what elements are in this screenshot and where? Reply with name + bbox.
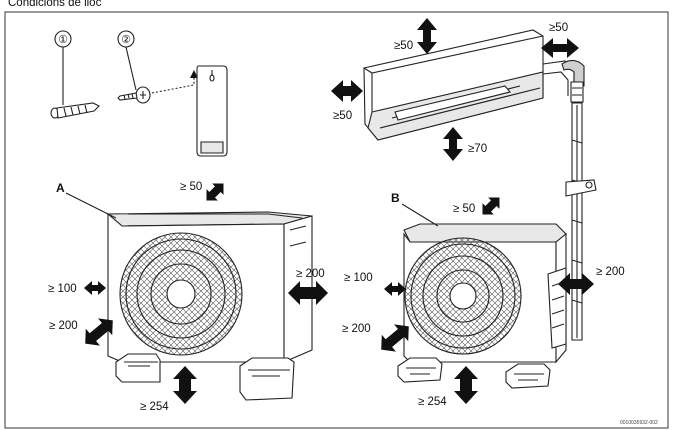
label-b-leader bbox=[401, 203, 439, 227]
outdoor-b-left-upper-clearance: ≥ 100 bbox=[344, 272, 373, 284]
outdoor-a-right-arrow bbox=[288, 281, 328, 305]
outdoor-b-bottom-clearance: ≥ 254 bbox=[418, 396, 447, 408]
outdoor-a-left-lower-clearance: ≥ 200 bbox=[49, 320, 78, 332]
outdoor-b-left-upper-arrow bbox=[384, 282, 406, 296]
unit-label-b: B bbox=[391, 191, 400, 205]
label-a-leader bbox=[65, 192, 117, 219]
outdoor-a-bottom-clearance: ≥ 254 bbox=[140, 401, 169, 413]
unit-label-a: A bbox=[56, 181, 65, 195]
outdoor-a-right-clearance: ≥ 200 bbox=[296, 268, 325, 280]
remote-holder-icon bbox=[196, 65, 228, 157]
outdoor-b-right-arrow bbox=[558, 273, 594, 295]
indoor-right-clearance: ≥50 bbox=[549, 22, 568, 34]
outdoor-b-right-clearance: ≥ 200 bbox=[596, 266, 625, 278]
outdoor-b-top-clearance-arrow bbox=[482, 197, 500, 215]
indoor-top-clearance: ≥50 bbox=[394, 40, 413, 52]
outdoor-a-top-clearance: ≥ 50 bbox=[180, 181, 202, 193]
outdoor-a-left-upper-clearance: ≥ 100 bbox=[48, 283, 77, 295]
outdoor-a-left-upper-arrow bbox=[84, 281, 106, 295]
outdoor-b-left-lower-clearance: ≥ 200 bbox=[342, 323, 371, 335]
indoor-bottom-clearance: ≥70 bbox=[468, 143, 487, 155]
indoor-right-clearance-arrow bbox=[541, 38, 579, 58]
outdoor-a-top-clearance-arrow bbox=[206, 183, 224, 201]
callout-1: ① bbox=[58, 34, 68, 46]
outdoor-b-bottom-arrow bbox=[454, 366, 478, 404]
outdoor-b-top-clearance: ≥ 50 bbox=[453, 203, 475, 215]
screw-icon bbox=[117, 86, 151, 104]
indoor-left-clearance-arrow bbox=[331, 80, 363, 102]
outdoor-unit-b bbox=[397, 223, 567, 389]
outdoor-a-bottom-arrow bbox=[173, 366, 197, 404]
outdoor-a-left-lower-arrow bbox=[85, 318, 113, 346]
wall-fixing-detail: ① ② bbox=[50, 30, 228, 157]
figure-reference: 0010035932-002 bbox=[620, 420, 658, 426]
wall-plug-icon bbox=[50, 102, 100, 119]
figure-frame bbox=[4, 11, 669, 429]
indoor-left-clearance: ≥50 bbox=[333, 110, 352, 122]
outdoor-b-left-lower-arrow bbox=[381, 324, 409, 352]
header-fragment: Condicions de lloc bbox=[8, 0, 102, 9]
callout-2: ② bbox=[121, 34, 131, 46]
indoor-bottom-clearance-arrow bbox=[443, 127, 463, 161]
outdoor-unit-a bbox=[106, 211, 313, 401]
indoor-top-clearance-arrow bbox=[417, 18, 437, 54]
